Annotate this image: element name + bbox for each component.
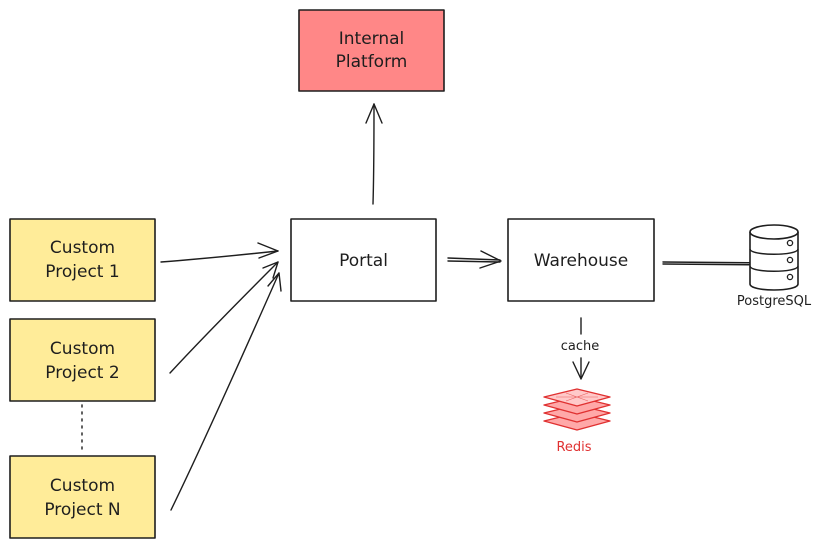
- edge-portal-to-internal-platform: [365, 103, 383, 205]
- custom-project-2-label-line1: Custom: [50, 339, 115, 359]
- portal-label: Portal: [339, 251, 388, 271]
- edge-project1-to-portal: [160, 242, 279, 263]
- custom-project-n-box: [9, 455, 156, 539]
- custom-project-1-label-line1: Custom: [50, 238, 115, 258]
- node-warehouse: Warehouse: [507, 218, 655, 302]
- custom-project-n-label-line1: Custom: [50, 476, 115, 496]
- custom-project-n-label-line2: Project N: [44, 500, 120, 520]
- node-internal-platform: Internal Platform: [298, 9, 445, 92]
- edge-warehouse-to-redis: [572, 317, 590, 380]
- custom-project-1-label-line2: Project 1: [45, 262, 119, 282]
- internal-platform-box: [298, 9, 445, 92]
- edge-portal-to-warehouse: [447, 250, 502, 269]
- custom-project-2-label-line2: Project 2: [45, 363, 119, 383]
- database-icon: [749, 224, 799, 291]
- warehouse-box: [507, 218, 655, 302]
- redis-label: Redis: [556, 440, 591, 455]
- custom-project-1-box: [9, 218, 156, 302]
- node-custom-project-n: Custom Project N: [9, 455, 156, 539]
- node-custom-project-2: Custom Project 2: [9, 318, 156, 402]
- portal-box: [290, 218, 437, 302]
- node-portal: Portal: [290, 218, 437, 302]
- postgres-label: PostgreSQL: [737, 294, 812, 309]
- edge-projectN-to-portal: [170, 272, 282, 511]
- node-custom-project-1: Custom Project 1: [9, 218, 156, 302]
- warehouse-label: Warehouse: [534, 251, 628, 271]
- internal-platform-label-line2: Platform: [336, 52, 408, 72]
- internal-platform-label-line1: Internal: [339, 29, 405, 49]
- custom-project-2-box: [9, 318, 156, 402]
- redis-stack-icon: [543, 388, 611, 431]
- cache-edge-label: cache: [561, 339, 600, 354]
- edge-project2-to-portal: [169, 261, 279, 374]
